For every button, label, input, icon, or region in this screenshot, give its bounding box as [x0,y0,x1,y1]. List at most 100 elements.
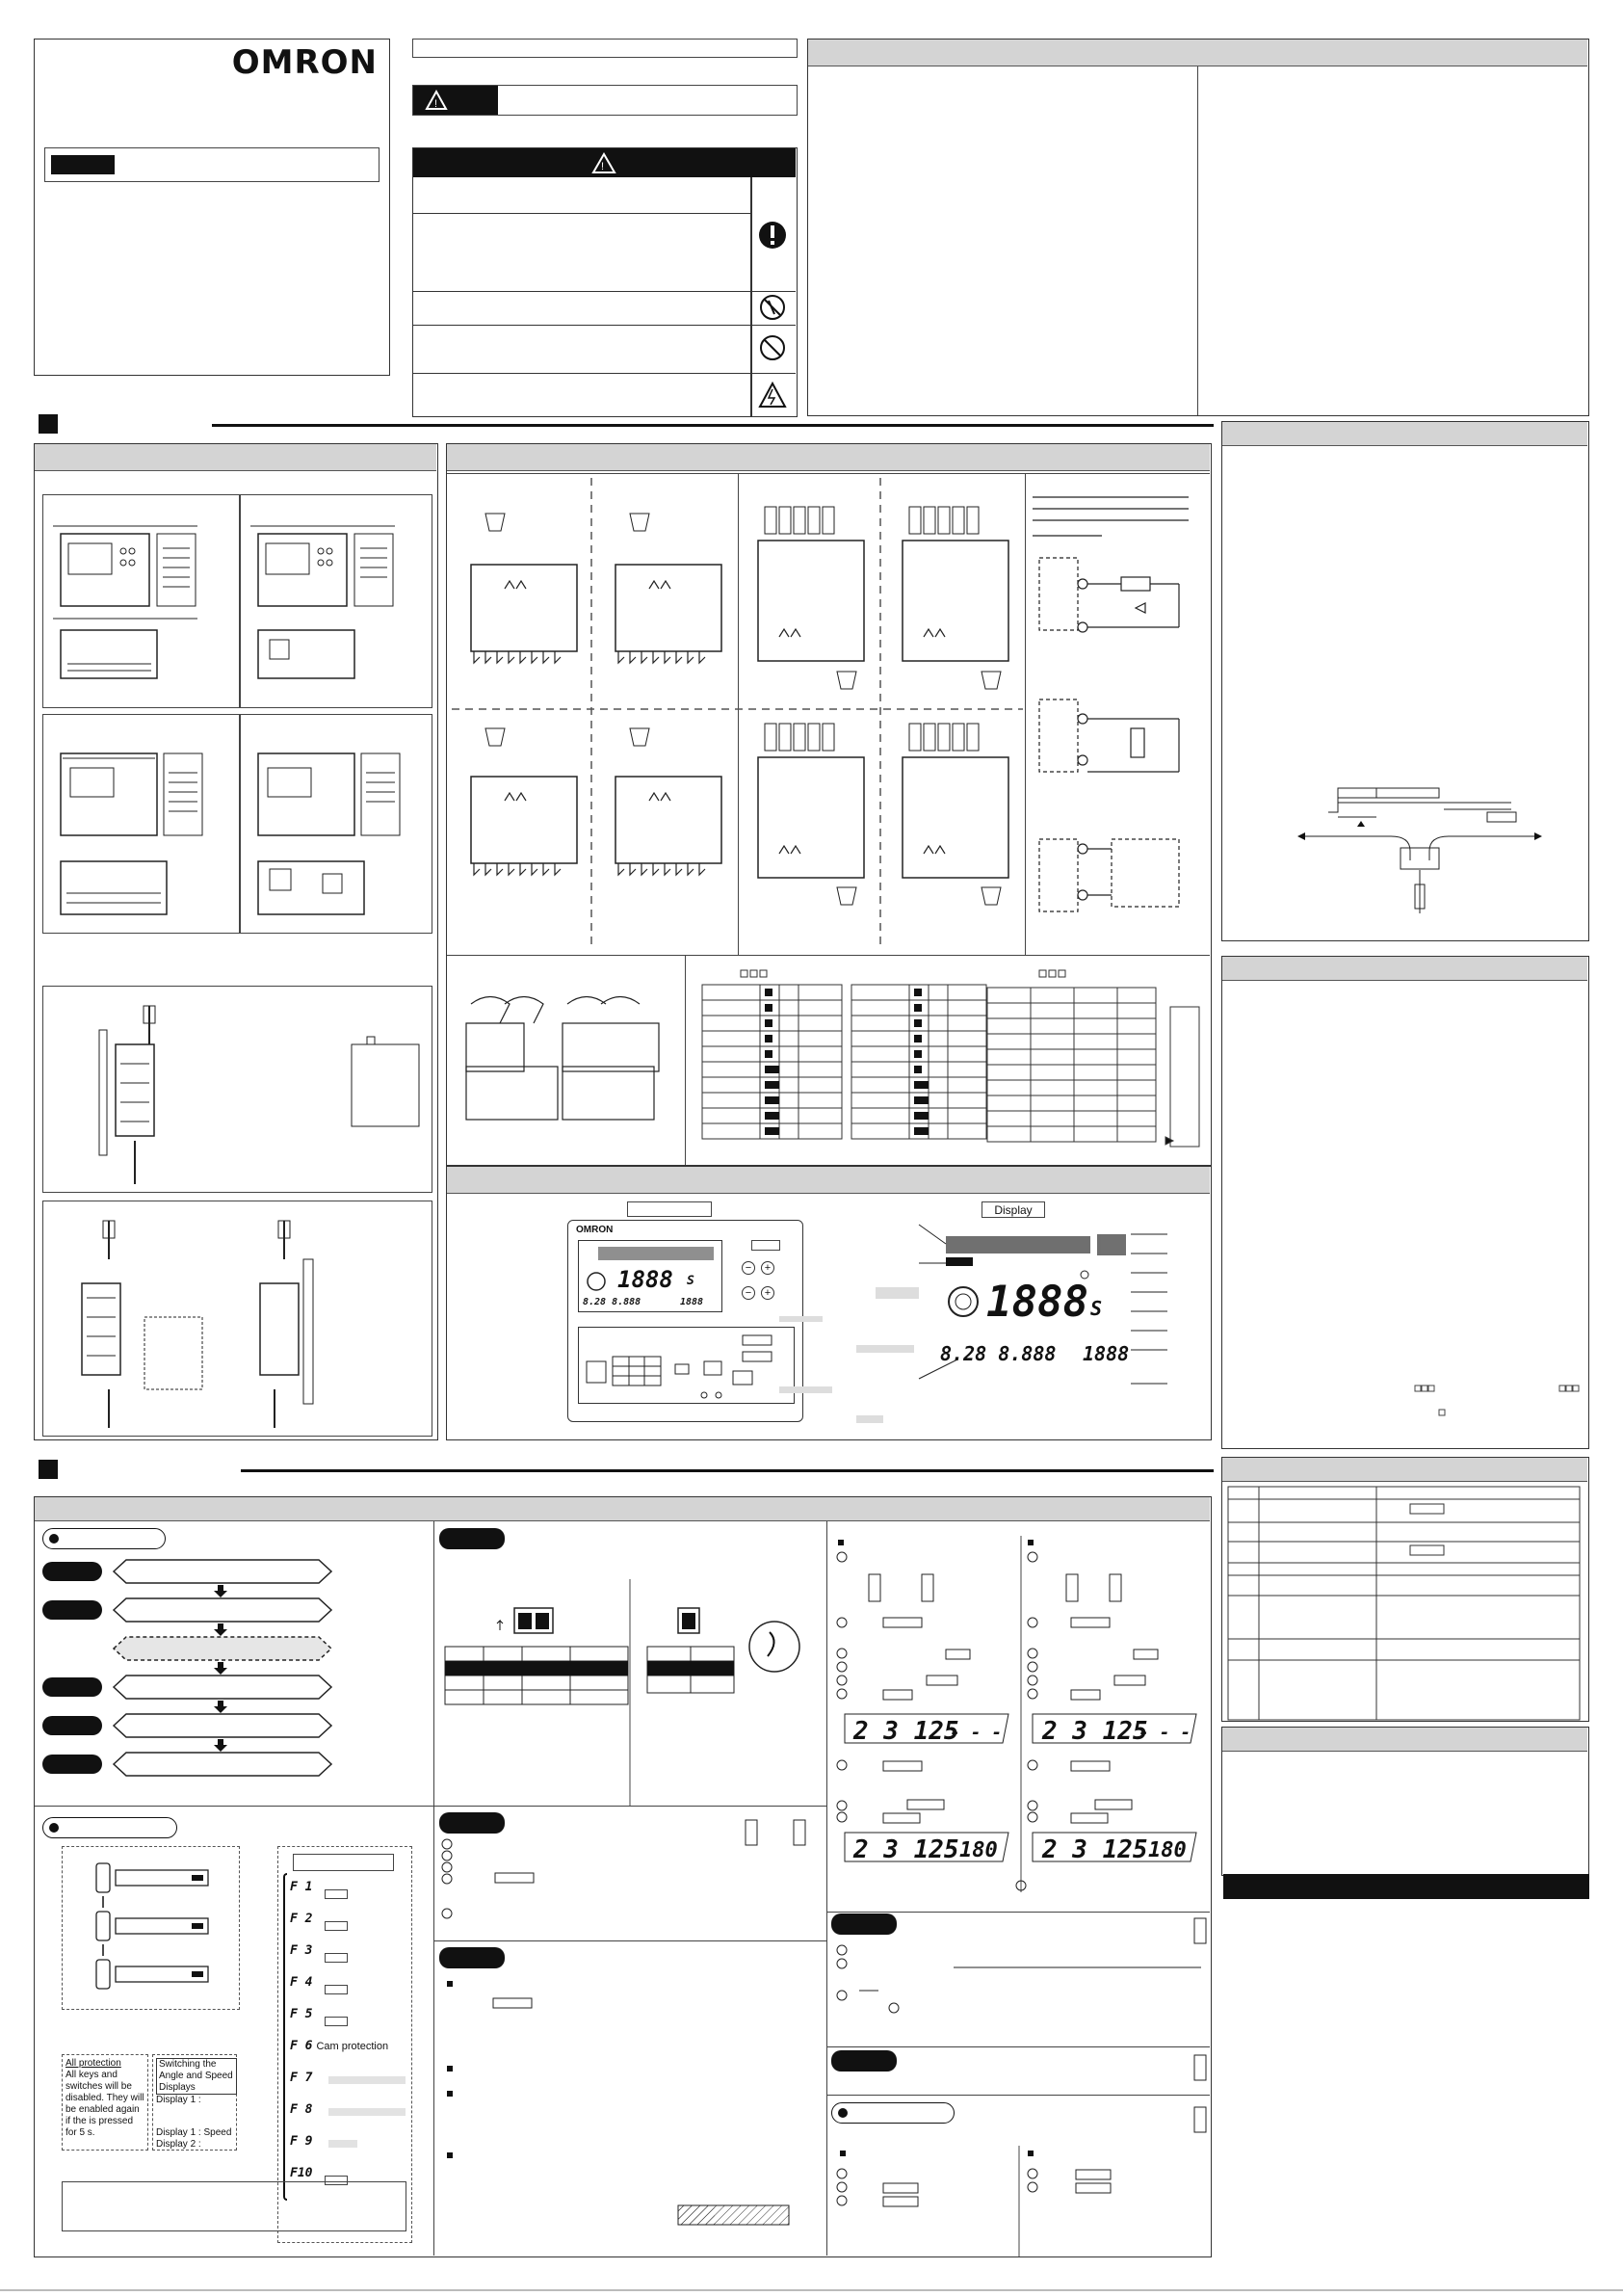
panel-lower-area [578,1327,795,1404]
step-pill-3 [439,1947,505,1968]
minus-key-1[interactable]: − [742,1261,755,1275]
no-disassembly-icon [760,295,785,320]
plus-key-2[interactable]: + [761,1286,774,1300]
dim-drawing-4 [240,714,432,934]
step-title-pill-6 [831,2102,955,2124]
panel-logo: OMRON [576,1225,614,1235]
switching-display1-speed: Display 1 : Speed [156,2127,232,2138]
dimensions-box [34,443,438,1440]
connections-box [446,443,1212,1166]
right-black-bar [1223,1874,1589,1899]
front-lcd-main: 1888 [617,1266,673,1293]
display-small-left: 8.28 8.888 [940,1342,1057,1365]
precautions-header [808,40,1587,66]
all-protection-title: All protection [65,2058,121,2069]
function-item: F 1 [290,1878,406,1910]
function-item: F 5 [290,2005,406,2037]
operation-header [35,1497,1210,1521]
model-label-box [44,147,380,182]
timing-chart [1297,787,1542,913]
display-main-value: 1888 [986,1278,1088,1327]
mode-key[interactable] [751,1240,780,1251]
section-1-rule [212,424,1214,427]
function-item: F 3 [290,1941,406,1973]
step-pill-2 [439,1812,505,1834]
front-lcd: 1888 S 8.28 8.888 1888 [578,1240,722,1312]
example-panels [836,1536,1197,1892]
wiring-diagrams [452,478,1189,945]
section-1-marker [39,414,58,434]
electric-shock-icon [758,381,787,408]
caution-symbol-icons [758,222,787,408]
dip-switch-tables [465,969,1066,1140]
function-item: F10 [290,2164,406,2196]
flow-title-pill [42,1528,166,1549]
warning-definition-box: ! [412,85,798,116]
nomenclature-box: Display OMRON 1888 S 8.28 8.888 1888 − +… [446,1166,1212,1440]
front-lcd-small-left: 8.28 8.888 [583,1297,641,1307]
mounting-drawing-1 [42,986,432,1193]
plus-key-1[interactable]: + [761,1261,774,1275]
example2-lcd: 2 3 125 [1042,1717,1148,1746]
page-bottom-rule [0,2289,1623,2291]
switching-display1: Display 1 : [156,2095,201,2105]
dip-switch-table-3 [986,987,1200,1148]
caution-table: ! [412,147,798,417]
section-2-marker [39,1460,58,1479]
model-black-tag [51,155,115,174]
switching-display-note: Switching the Angle and Speed Displays D… [152,2054,237,2151]
caution-triangle-icon: ! [591,152,616,173]
switching-display2: Display 2 : [156,2139,201,2150]
mounting-drawing-2 [42,1201,432,1437]
minus-key-2[interactable]: − [742,1286,755,1300]
display-unit: S [1090,1297,1103,1320]
svg-text:!: ! [434,98,437,110]
function-item: F 8 [290,2100,406,2132]
step-pill-5 [831,2050,897,2072]
front-lcd-unit: S [687,1274,694,1288]
brand-logo: OMRON [231,43,378,82]
all-protection-note: All protection All keys and switches wil… [62,2054,148,2151]
precautions-box [807,39,1589,416]
caution-header: ! [413,148,796,177]
front-view-label-box [627,1201,712,1217]
step-pill-4 [831,1913,897,1935]
dimensions-header [35,444,436,471]
warning-triangle-icon: ! [425,89,448,110]
front-lcd-small-right: 1888 [680,1297,704,1307]
front-panel: OMRON 1888 S 8.28 8.888 1888 − + − + [567,1220,803,1422]
dim-drawing-2 [240,494,432,708]
example3-lcd-right: 180 [959,1838,998,1862]
section-2-rule [241,1469,1214,1472]
step-pill-1 [439,1528,505,1549]
dim-drawing-3 [42,714,240,934]
display-diagram: 1888 S 8.28 8.888 1888 [918,1224,1169,1412]
function-item: F 7 [290,2069,406,2100]
display-small-right: 1888 [1083,1342,1130,1365]
right-box-2 [1221,956,1589,1449]
right-box-3-table [1221,1457,1589,1722]
caution-title-box [412,39,798,58]
operation-note-box [62,2181,406,2231]
dim-drawing-1 [42,494,240,708]
title-block: OMRON [34,39,390,376]
mode-title-pill [42,1817,177,1838]
right-box-4 [1221,1727,1589,1876]
function-item: F 2 [290,1910,406,1941]
mode-group-left [62,1846,240,2010]
all-protection-text: All keys and switches will be disabled. … [65,2070,144,2126]
function-list-header-box [293,1854,394,1871]
function-item: F 4 [290,1973,406,2005]
display-label-box: Display [982,1201,1045,1218]
mandatory-exclamation-icon [759,222,786,249]
flow-chart [42,1559,333,1777]
prohibited-icon [760,335,785,360]
warning-black-tag: ! [413,86,498,115]
function-list-group [277,1846,412,2243]
example2-lcd-right: - - - [1139,1723,1191,1743]
all-protection-text2: is pressed for 5 s. [65,2116,134,2138]
right-box-1 [1221,421,1589,941]
